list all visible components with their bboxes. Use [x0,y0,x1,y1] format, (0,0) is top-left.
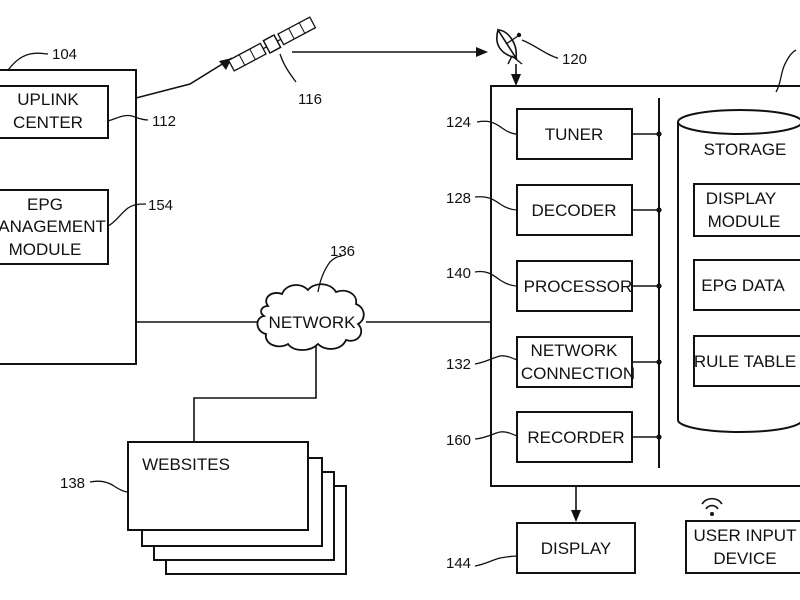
storage-cylinder-top [677,109,800,135]
ref-124: 124 [446,114,471,131]
network-cloud: NETWORK 136 [256,243,365,351]
rule-table-label: RULE TABLE [694,352,796,371]
network-connection-label-2: CONNECTION [521,364,635,383]
leader-124 [476,120,518,135]
network-connection: NETWORK CONNECTION 132 [446,336,662,388]
display-module-label-1: DISPLAY [706,189,777,208]
tuner-label: TUNER [545,125,604,144]
ref-104: 104 [52,46,77,63]
network-websites-line [193,346,317,442]
epg-management-label-3: MODULE [9,240,82,259]
leader-104 [7,52,49,71]
leader-138 [89,480,129,493]
downlink-arrowhead [476,47,488,57]
satellite-dish-icon [496,28,523,65]
user-input-label-1: USER INPUT [694,526,797,545]
ref-128: 128 [446,190,471,207]
website-page-1 [127,441,309,531]
epg-management-label-1: EPG [27,195,63,214]
uplink-center-box [0,85,109,139]
ref-140: 140 [446,265,471,282]
processor-box [516,260,633,312]
epg-data-label: EPG DATA [701,276,785,295]
leader-132 [474,355,518,365]
network-connection-box [516,336,633,388]
uplink-center-label-2: CENTER [13,113,83,132]
ref-160: 160 [446,432,471,449]
processor-label: PROCESSOR [524,277,633,296]
leader-128 [474,196,518,211]
leader-160 [474,431,518,440]
receiver-leader [775,49,797,93]
uplink-center-label-1: UPLINK [17,90,79,109]
websites-stack: WEBSITES 138 [60,441,347,575]
recorder-box [516,411,633,463]
websites-label: WEBSITES [142,455,230,474]
decoder-bus-dot [656,207,662,213]
tuner: TUNER 124 [446,108,662,160]
display-box [516,522,636,574]
network-label: NETWORK [269,313,357,332]
network-connection-label-1: NETWORK [531,341,619,360]
display-module-label-2: MODULE [708,212,781,231]
headend: 104 UPLINK CENTER 112 EPG MANAGEMENT MOD… [0,46,176,365]
cloud-icon [256,283,365,351]
ref-132: 132 [446,356,471,373]
ref-154: 154 [148,197,173,214]
display: DISPLAY 144 [446,522,636,574]
decoder-box [516,184,633,236]
storage: STORAGE DISPLAY MODULE EPG DATA RULE TAB… [677,109,800,433]
satellite-icon [227,16,317,72]
processor-bus-dot [656,283,662,289]
display-module-box [693,183,800,237]
wireless-signal-icon [701,497,723,516]
ref-136: 136 [330,243,355,260]
leader-116 [279,53,297,83]
dish-arrowhead [511,74,521,86]
network-connection-bus-dot [656,359,662,365]
leader-144 [474,555,518,567]
ref-116: 116 [298,91,322,108]
storage-label: STORAGE [704,140,787,159]
display-arrowhead [571,510,581,522]
user-input-label-2: DEVICE [713,549,776,568]
uplink-line [135,57,233,99]
leader-120 [521,39,559,59]
rule-table-box [693,335,800,387]
ref-120: 120 [562,51,587,68]
ref-112: 112 [152,113,176,130]
epg-management-box [0,189,109,265]
user-input-device-box [685,520,800,574]
decoder-label: DECODER [531,201,616,220]
processor: PROCESSOR 140 [446,260,662,312]
user-input-device: USER INPUT DEVICE [685,497,800,574]
decoder: DECODER 128 [446,184,662,236]
leader-136 [317,255,343,293]
ref-144: 144 [446,555,471,572]
epg-data-box [693,259,800,311]
ref-138: 138 [60,475,85,492]
tuner-bus-dot [656,131,662,137]
recorder-bus-dot [656,434,662,440]
leader-140 [474,270,518,287]
recorder: RECORDER 160 [446,411,662,463]
leader-154 [107,203,147,227]
display-label: DISPLAY [541,539,612,558]
epg-management-label-2: MANAGEMENT [0,217,106,236]
recorder-label: RECORDER [527,428,624,447]
leader-112 [107,114,149,122]
